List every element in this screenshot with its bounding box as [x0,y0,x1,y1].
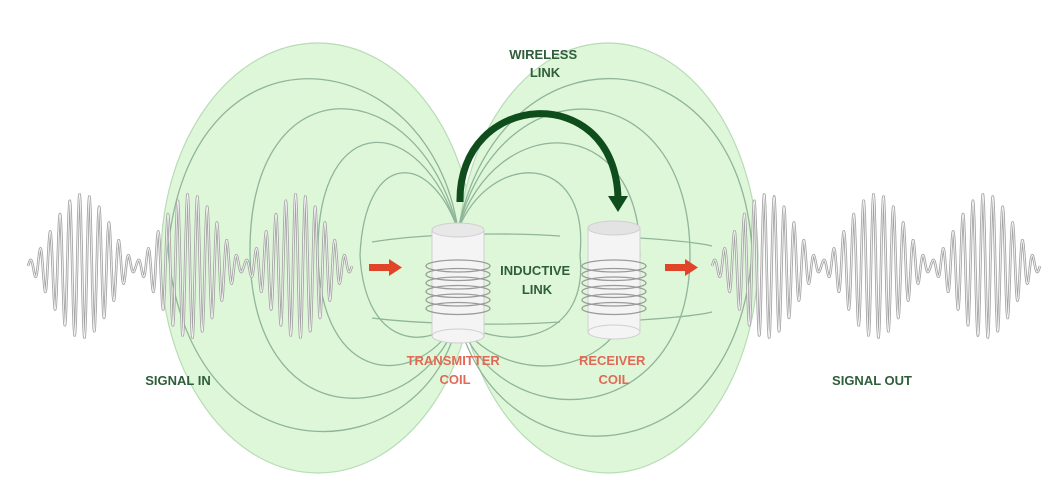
coil-winding [581,259,647,273]
coil-winding [425,267,491,282]
wireless-arrow-icon [456,110,628,212]
coil-bottom [431,328,485,344]
flow-arrow-icon [665,259,698,276]
inductive-link-label: INDUCTIVE LINK [500,263,574,297]
transmitter-coil-label: TRANSMITTER COIL [407,353,504,387]
field-line [639,311,713,321]
signal-out-wave [710,192,1042,340]
field-line [167,78,459,433]
signal-wave-highlight [711,192,1041,340]
coil-winding [425,284,491,299]
field-line [457,172,582,338]
signal-in-label: SIGNAL IN [145,373,211,388]
field-line [639,237,713,247]
coil-winding [581,276,647,290]
coil-windings [581,259,647,316]
transmitter-coil [425,222,491,344]
coil-winding [425,301,491,316]
coil-bottom [587,324,641,340]
wireless-link-label: WIRELESS LINK [509,47,581,80]
field-line [249,108,459,399]
field-line [359,172,459,338]
receiver-coil-label: RECEIVER COIL [579,353,649,387]
receiver-coil [581,220,647,340]
signal-in-wave [26,192,354,340]
coil-winding [425,259,491,273]
coil-winding [581,284,647,299]
coil-winding [425,293,491,307]
coil-winding [581,301,647,316]
coil-windings [425,259,491,316]
coil-winding [425,276,491,290]
field-line [457,108,691,401]
coil-top [587,220,641,236]
coil-winding [581,267,647,282]
flow-arrow-icon [369,259,402,276]
coil-winding [581,293,647,307]
coil-body [431,229,485,337]
signal-out-label: SIGNAL OUT [832,373,912,388]
signal-wave-highlight [27,192,353,340]
coil-top [431,222,485,238]
